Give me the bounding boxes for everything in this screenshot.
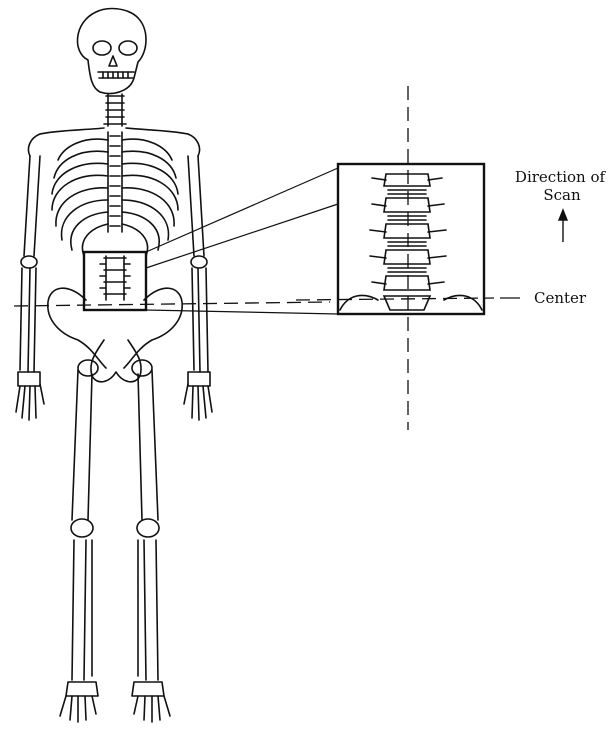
shoulder-girdle bbox=[28, 128, 199, 156]
cervical-spine bbox=[104, 94, 126, 126]
projection-lines bbox=[146, 168, 338, 314]
rib-cage bbox=[52, 132, 178, 256]
left-arm bbox=[16, 156, 44, 420]
skull bbox=[78, 9, 146, 94]
direction-label-line1: Direction of bbox=[515, 168, 607, 186]
center-label: Center bbox=[534, 289, 587, 307]
scan-region-box bbox=[84, 252, 146, 310]
horizontal-centerline-left bbox=[14, 302, 330, 306]
left-leg bbox=[60, 370, 98, 722]
right-arm bbox=[184, 156, 212, 420]
arrow-up-icon bbox=[559, 210, 567, 242]
direction-label-line2: Scan bbox=[543, 186, 581, 204]
enlarged-inset bbox=[338, 164, 484, 314]
right-leg bbox=[132, 370, 170, 722]
pelvis bbox=[48, 288, 182, 382]
lumbar-spine bbox=[100, 256, 130, 300]
